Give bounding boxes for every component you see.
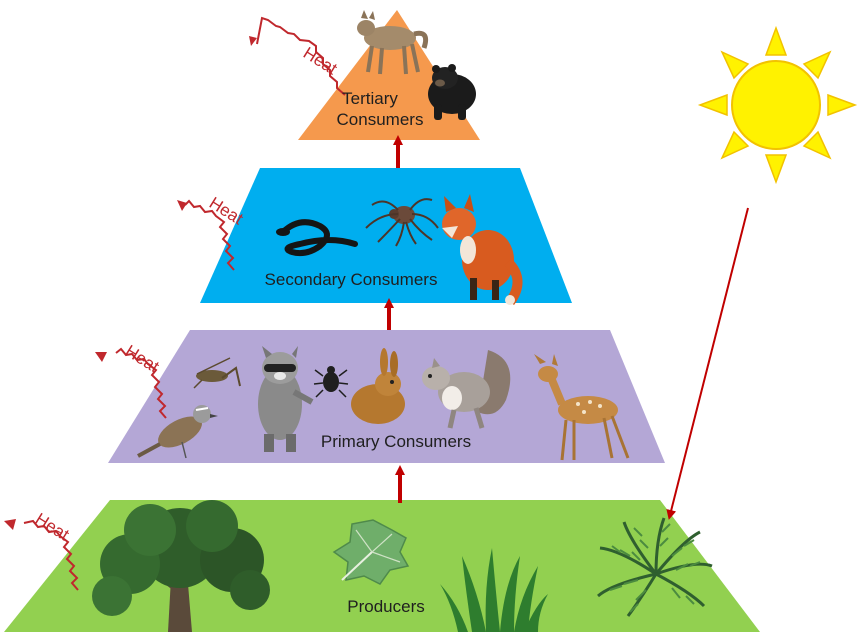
sunlight-arrow	[666, 207, 749, 520]
fawn-deer-icon	[534, 354, 630, 461]
producers-label: Producers	[347, 597, 424, 616]
raccoon-icon	[258, 346, 314, 452]
sun-icon	[697, 25, 858, 185]
spider-icon	[365, 198, 439, 247]
heat-label-primary: Heat	[122, 341, 163, 376]
grass-icon	[440, 548, 548, 632]
heat-label-tertiary: Heat	[300, 43, 341, 78]
beetle-icon	[313, 366, 349, 398]
cricket-icon	[193, 357, 241, 389]
heat-label-producers: Heat	[32, 509, 73, 544]
sparrow-icon	[137, 405, 218, 459]
leaf-icon	[332, 519, 410, 585]
fern-icon	[597, 517, 713, 617]
snake-icon	[276, 219, 358, 257]
tertiary-label-line1: Tertiary	[342, 89, 398, 108]
heat-loss-tertiary: Heat	[249, 16, 346, 96]
coyote-icon	[357, 10, 429, 75]
red-fox-icon	[442, 194, 523, 305]
primary-label: Primary Consumers	[321, 432, 471, 451]
oak-tree-icon	[92, 500, 270, 632]
squirrel-icon	[422, 350, 511, 429]
black-bear-icon	[428, 64, 476, 120]
rabbit-icon	[351, 348, 405, 424]
secondary-label: Secondary Consumers	[265, 270, 438, 289]
tertiary-label-line2: Consumers	[337, 110, 424, 129]
